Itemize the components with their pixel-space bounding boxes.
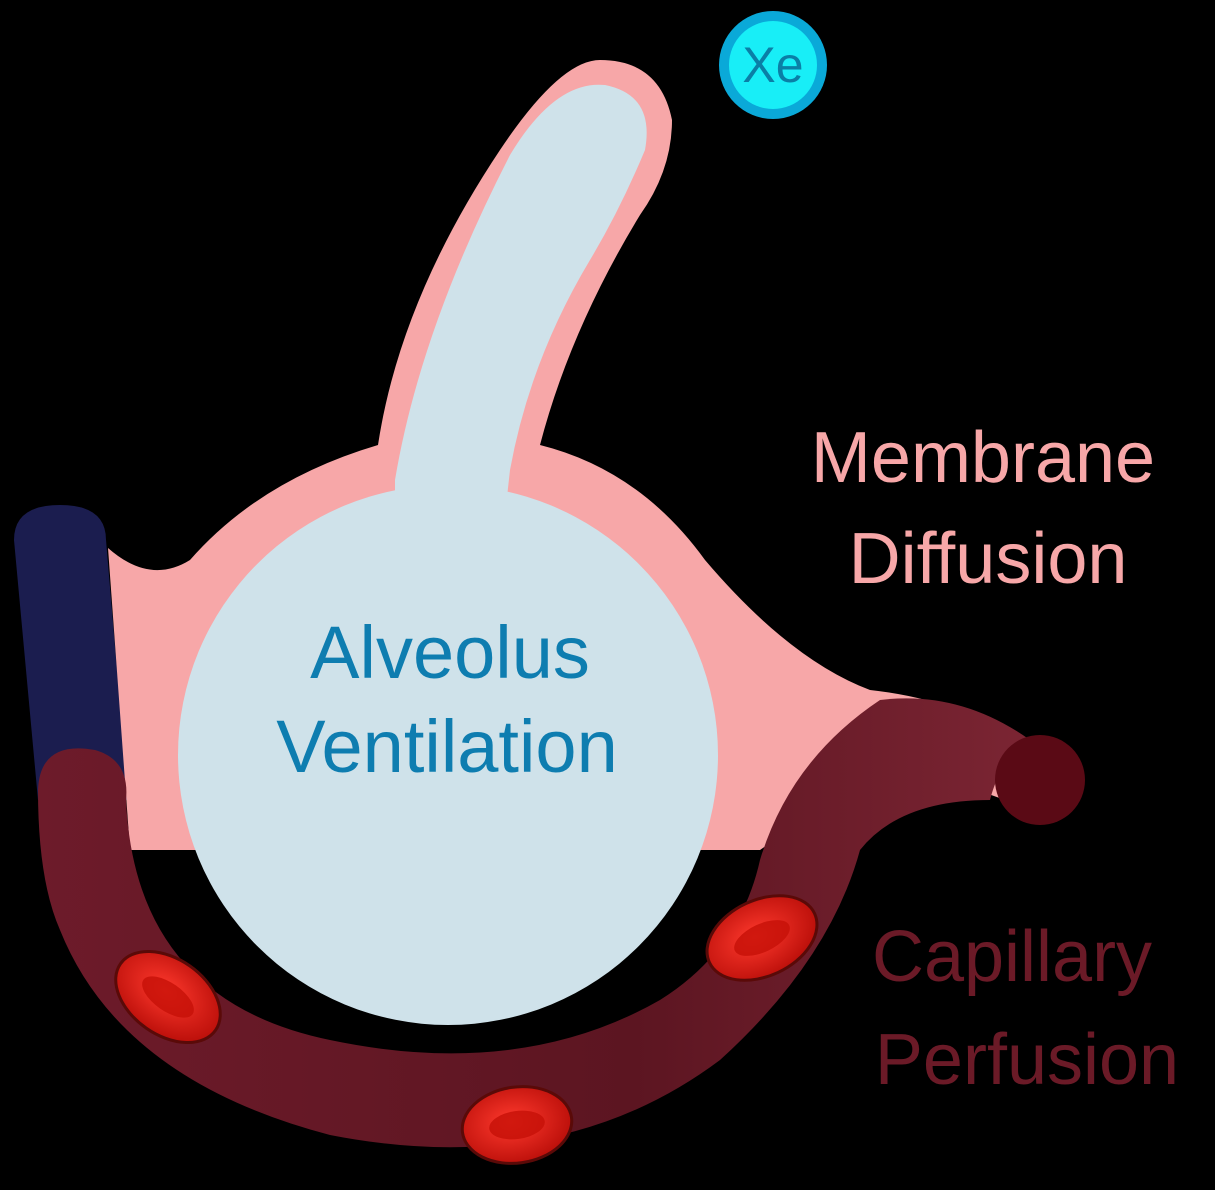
- alveolus-label-line2: Ventilation: [276, 705, 618, 788]
- capillary-label: Capillary Perfusion: [872, 917, 1179, 1100]
- membrane-label: Membrane Diffusion: [811, 418, 1155, 599]
- membrane-label-line1: Membrane: [811, 418, 1155, 498]
- xenon-atom: Xe: [719, 11, 827, 119]
- alveolus-label-line1: Alveolus: [310, 611, 590, 694]
- capillary-label-line2: Perfusion: [875, 1020, 1179, 1100]
- membrane-label-line2: Diffusion: [849, 519, 1128, 599]
- capillary-end: [995, 735, 1085, 825]
- xenon-symbol: Xe: [742, 37, 803, 93]
- capillary-label-line1: Capillary: [872, 917, 1152, 997]
